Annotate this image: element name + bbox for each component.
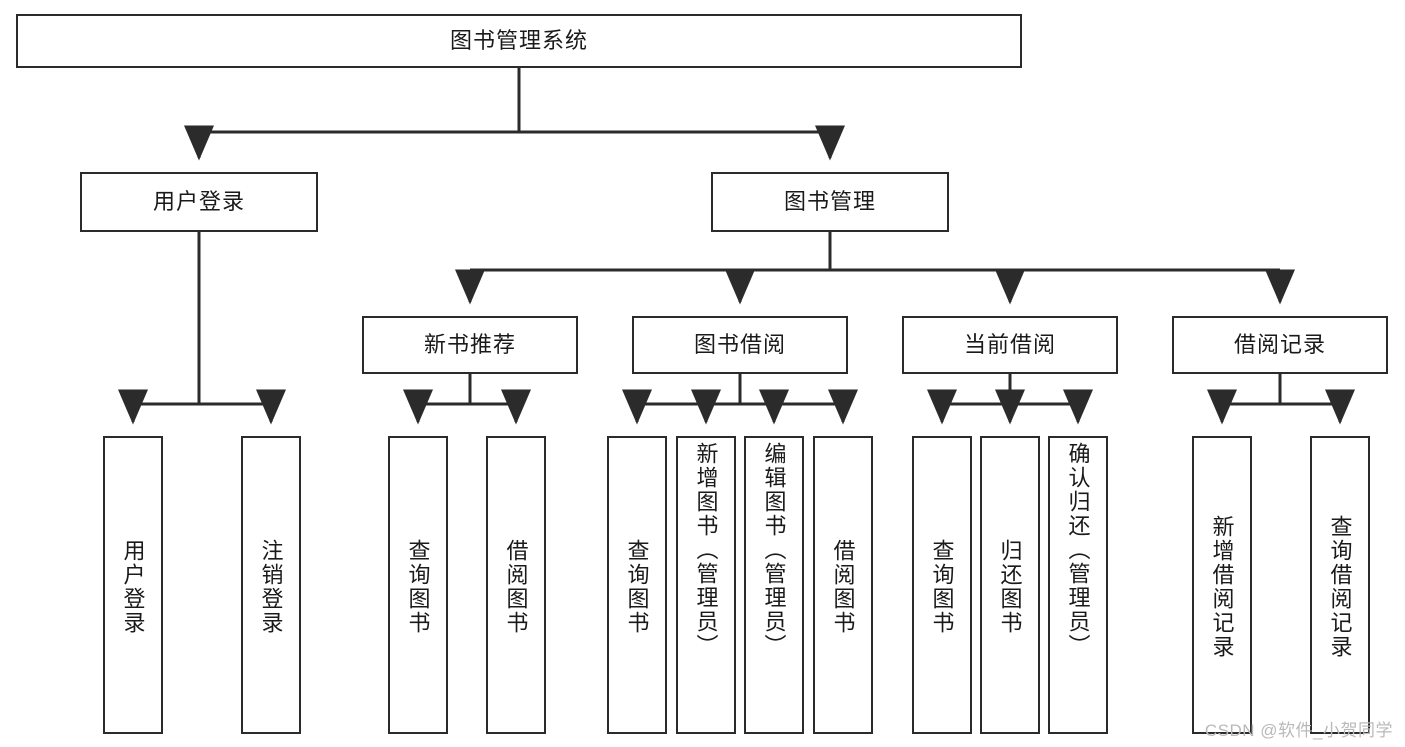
leaf-confirm-return-label: 确认归还（管理员） xyxy=(1065,442,1091,658)
leaf-query-book-1-label: 查询图书 xyxy=(405,539,431,635)
leaf-user-logout[interactable]: 注销登录 xyxy=(241,436,301,734)
node-book-borrow[interactable]: 图书借阅 xyxy=(632,316,848,374)
wire-group-root xyxy=(184,68,845,161)
wire-group-current-borrow-children xyxy=(927,374,1093,425)
leaf-borrow-book-2-label: 借阅图书 xyxy=(830,539,856,635)
watermark: CSDN @软件_小贺同学 xyxy=(1204,721,1393,740)
node-book-manage-label: 图书管理 xyxy=(783,188,876,214)
node-book-manage[interactable]: 图书管理 xyxy=(711,172,949,232)
node-user-login-label: 用户登录 xyxy=(152,188,245,214)
node-new-book-recommend[interactable]: 新书推荐 xyxy=(362,316,578,374)
leaf-add-book[interactable]: 新增图书（管理员） xyxy=(676,436,736,734)
node-new-book-recommend-label: 新书推荐 xyxy=(423,331,516,357)
leaf-user-logout-label: 注销登录 xyxy=(258,539,284,635)
wire-group-borrow-record-children xyxy=(1207,374,1355,425)
node-root[interactable]: 图书管理系统 xyxy=(16,14,1022,68)
leaf-confirm-return[interactable]: 确认归还（管理员） xyxy=(1048,436,1108,734)
leaf-query-record-label: 查询借阅记录 xyxy=(1327,515,1353,659)
leaf-return-book-label: 归还图书 xyxy=(997,539,1023,635)
wire-group-book-borrow-children xyxy=(622,374,858,425)
leaf-borrow-book-2[interactable]: 借阅图书 xyxy=(813,436,873,734)
leaf-borrow-book-1[interactable]: 借阅图书 xyxy=(486,436,546,734)
node-current-borrow[interactable]: 当前借阅 xyxy=(902,316,1118,374)
node-borrow-record[interactable]: 借阅记录 xyxy=(1172,316,1388,374)
node-root-label: 图书管理系统 xyxy=(449,27,588,53)
leaf-user-login[interactable]: 用户登录 xyxy=(103,436,163,734)
leaf-query-book-3[interactable]: 查询图书 xyxy=(912,436,972,734)
leaf-edit-book[interactable]: 编辑图书（管理员） xyxy=(744,436,804,734)
node-book-borrow-label: 图书借阅 xyxy=(693,331,786,357)
wire-group-user-login-children xyxy=(118,232,286,425)
leaf-query-book-1[interactable]: 查询图书 xyxy=(388,436,448,734)
leaf-query-book-2-label: 查询图书 xyxy=(624,539,650,635)
node-user-login[interactable]: 用户登录 xyxy=(80,172,318,232)
leaf-user-login-label: 用户登录 xyxy=(120,539,146,635)
wire-group-book-manage xyxy=(455,232,1295,305)
leaf-query-record[interactable]: 查询借阅记录 xyxy=(1310,436,1370,734)
leaf-add-record[interactable]: 新增借阅记录 xyxy=(1192,436,1252,734)
leaf-edit-book-label: 编辑图书（管理员） xyxy=(761,442,787,658)
leaf-return-book[interactable]: 归还图书 xyxy=(980,436,1040,734)
leaf-borrow-book-1-label: 借阅图书 xyxy=(503,539,529,635)
wire-group-new-book-children xyxy=(403,374,531,425)
node-current-borrow-label: 当前借阅 xyxy=(963,331,1056,357)
leaf-add-book-label: 新增图书（管理员） xyxy=(693,442,719,658)
leaf-add-record-label: 新增借阅记录 xyxy=(1209,515,1235,659)
leaf-query-book-2[interactable]: 查询图书 xyxy=(607,436,667,734)
node-borrow-record-label: 借阅记录 xyxy=(1233,331,1326,357)
leaf-query-book-3-label: 查询图书 xyxy=(929,539,955,635)
